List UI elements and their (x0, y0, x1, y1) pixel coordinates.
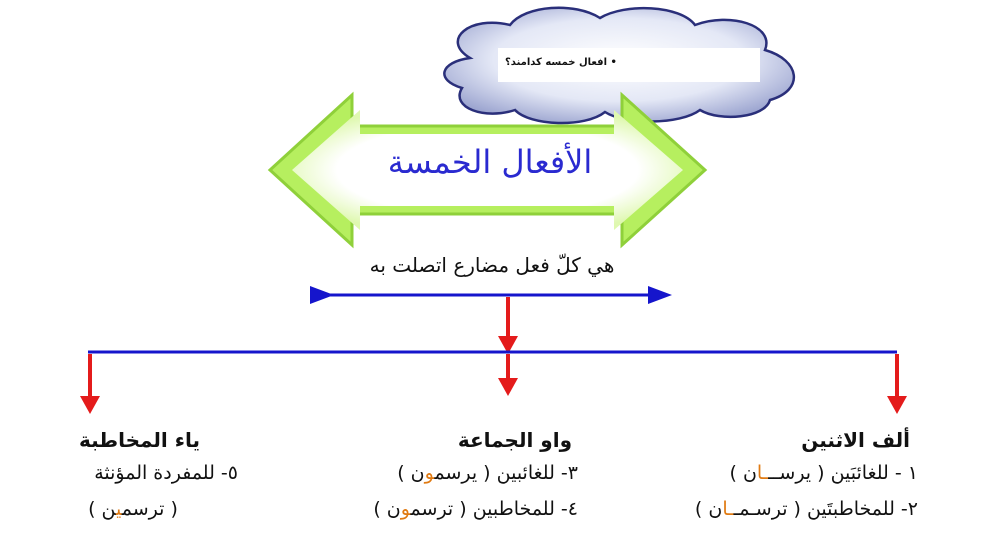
highlight-letter: ي (116, 498, 122, 520)
branch-right-line1: ١ - للغائبَين ( يرســـان ) (640, 462, 919, 484)
branch-middle-line1: ٣- للغائبين ( يرسمون ) (330, 462, 578, 484)
branch-left-line1: ٥- للمفردة المؤنثة (94, 462, 238, 484)
branch-left-heading: ياء المخاطبة (78, 428, 200, 452)
branch-left-line2: ( ترسمين ) (78, 498, 188, 520)
text-segment: ن ) (397, 462, 425, 484)
diagram-title: الأفعال الخمسة (387, 143, 593, 181)
pointer-right (887, 354, 907, 414)
cloud-question: • افعال خمسه كدامند؟ (505, 57, 617, 68)
text-segment: ( ترسم (121, 498, 178, 520)
cloud-text-box (498, 48, 760, 82)
highlight-letter: ـا (722, 498, 734, 520)
branch-middle-line2: ٤- للمخاطبين ( ترسمون ) (318, 498, 578, 520)
text-segment: ن ) (694, 498, 723, 520)
text-segment: ١ - للغائبَين ( يرســ (768, 462, 918, 484)
text-segment: ن ) (729, 462, 757, 484)
text-segment: ٢- للمخاطبتَين ( ترسـمـ (733, 498, 918, 520)
pointer-top (498, 297, 518, 354)
definition-text: هي كلّ فعل مضارع اتصلت به (369, 253, 615, 277)
cloud-shape (443, 6, 796, 125)
double-arrow-shape (267, 91, 708, 249)
branch-right-heading: ألف الاثنين (801, 428, 910, 452)
highlight-letter: و (400, 498, 411, 520)
highlight-letter: ـا (756, 462, 769, 484)
text-segment: ن ) (373, 498, 401, 520)
pointer-middle (498, 354, 518, 396)
highlight-letter: و (424, 462, 435, 484)
text-segment: ٤- للمخاطبين ( ترسم (410, 498, 578, 520)
pointer-left (80, 354, 100, 414)
branch-right-line2: ٢- للمخاطبتَين ( ترسـمــان ) (640, 498, 918, 520)
text-segment: ن ) (88, 498, 117, 520)
branch-middle-heading: واو الجماعة (457, 428, 572, 452)
text-segment: ٣- للغائبين ( يرسم (434, 462, 578, 484)
